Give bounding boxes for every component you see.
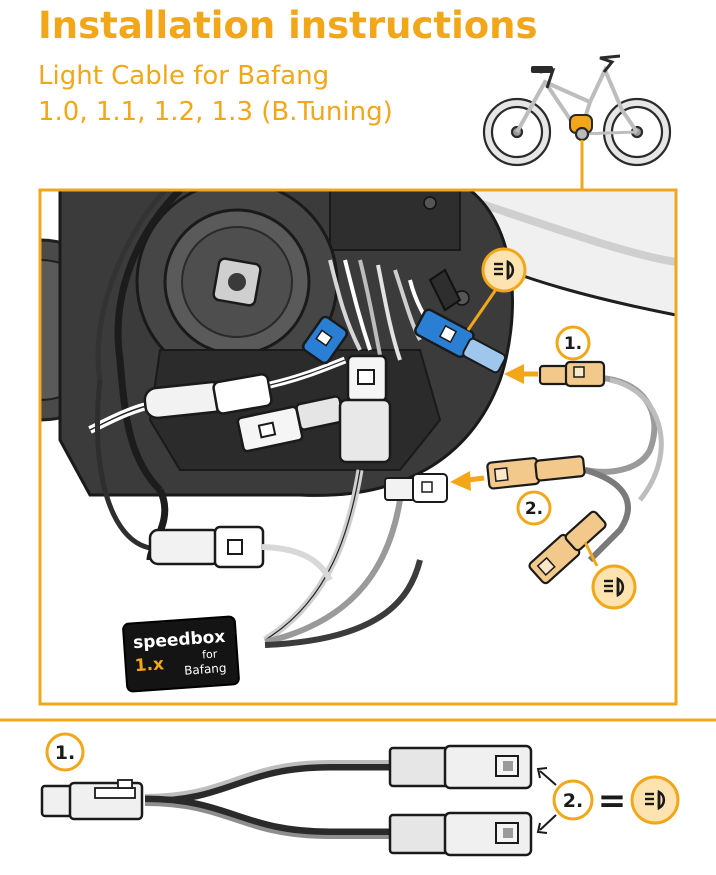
bottom-step-1-label: 1. (55, 742, 75, 764)
arrow-icon (504, 364, 538, 384)
detail-frame (38, 188, 678, 706)
headlight-icon (630, 775, 680, 825)
step-1-label: 1. (564, 334, 582, 354)
step-2-label: 2. (525, 499, 543, 519)
subtitle-line-2: 1.0, 1.1, 1.2, 1.3 (B.Tuning) (38, 97, 393, 127)
bottom-step-2-badge: 2. (552, 779, 594, 821)
bottom-step-2-label: 2. (563, 790, 583, 812)
page-title: Installation instructions (38, 4, 538, 47)
cable-overview (0, 718, 716, 857)
subtitle-line-1: Light Cable for Bafang (38, 61, 330, 91)
speedbox-for-label: for (202, 647, 218, 661)
speedbox-module: speedbox 1.x for Bafang (122, 615, 240, 693)
speedbox-motor-label: Bafang (184, 661, 227, 678)
headlight-icon (481, 247, 527, 293)
step-1-badge: 1. (555, 325, 591, 361)
equals-sign: = (598, 781, 627, 821)
motor-detail-view (40, 190, 676, 704)
page-subtitle: Light Cable for Bafang 1.0, 1.1, 1.2, 1.… (38, 58, 393, 130)
headlight-icon (591, 564, 637, 610)
arrow-icon (450, 471, 485, 491)
step-2-badge: 2. (516, 490, 552, 526)
speedbox-version: 1.x (134, 654, 165, 676)
arrow-icon (536, 767, 557, 834)
bottom-step-1-badge: 1. (45, 732, 85, 772)
e-bike-icon (482, 54, 672, 167)
